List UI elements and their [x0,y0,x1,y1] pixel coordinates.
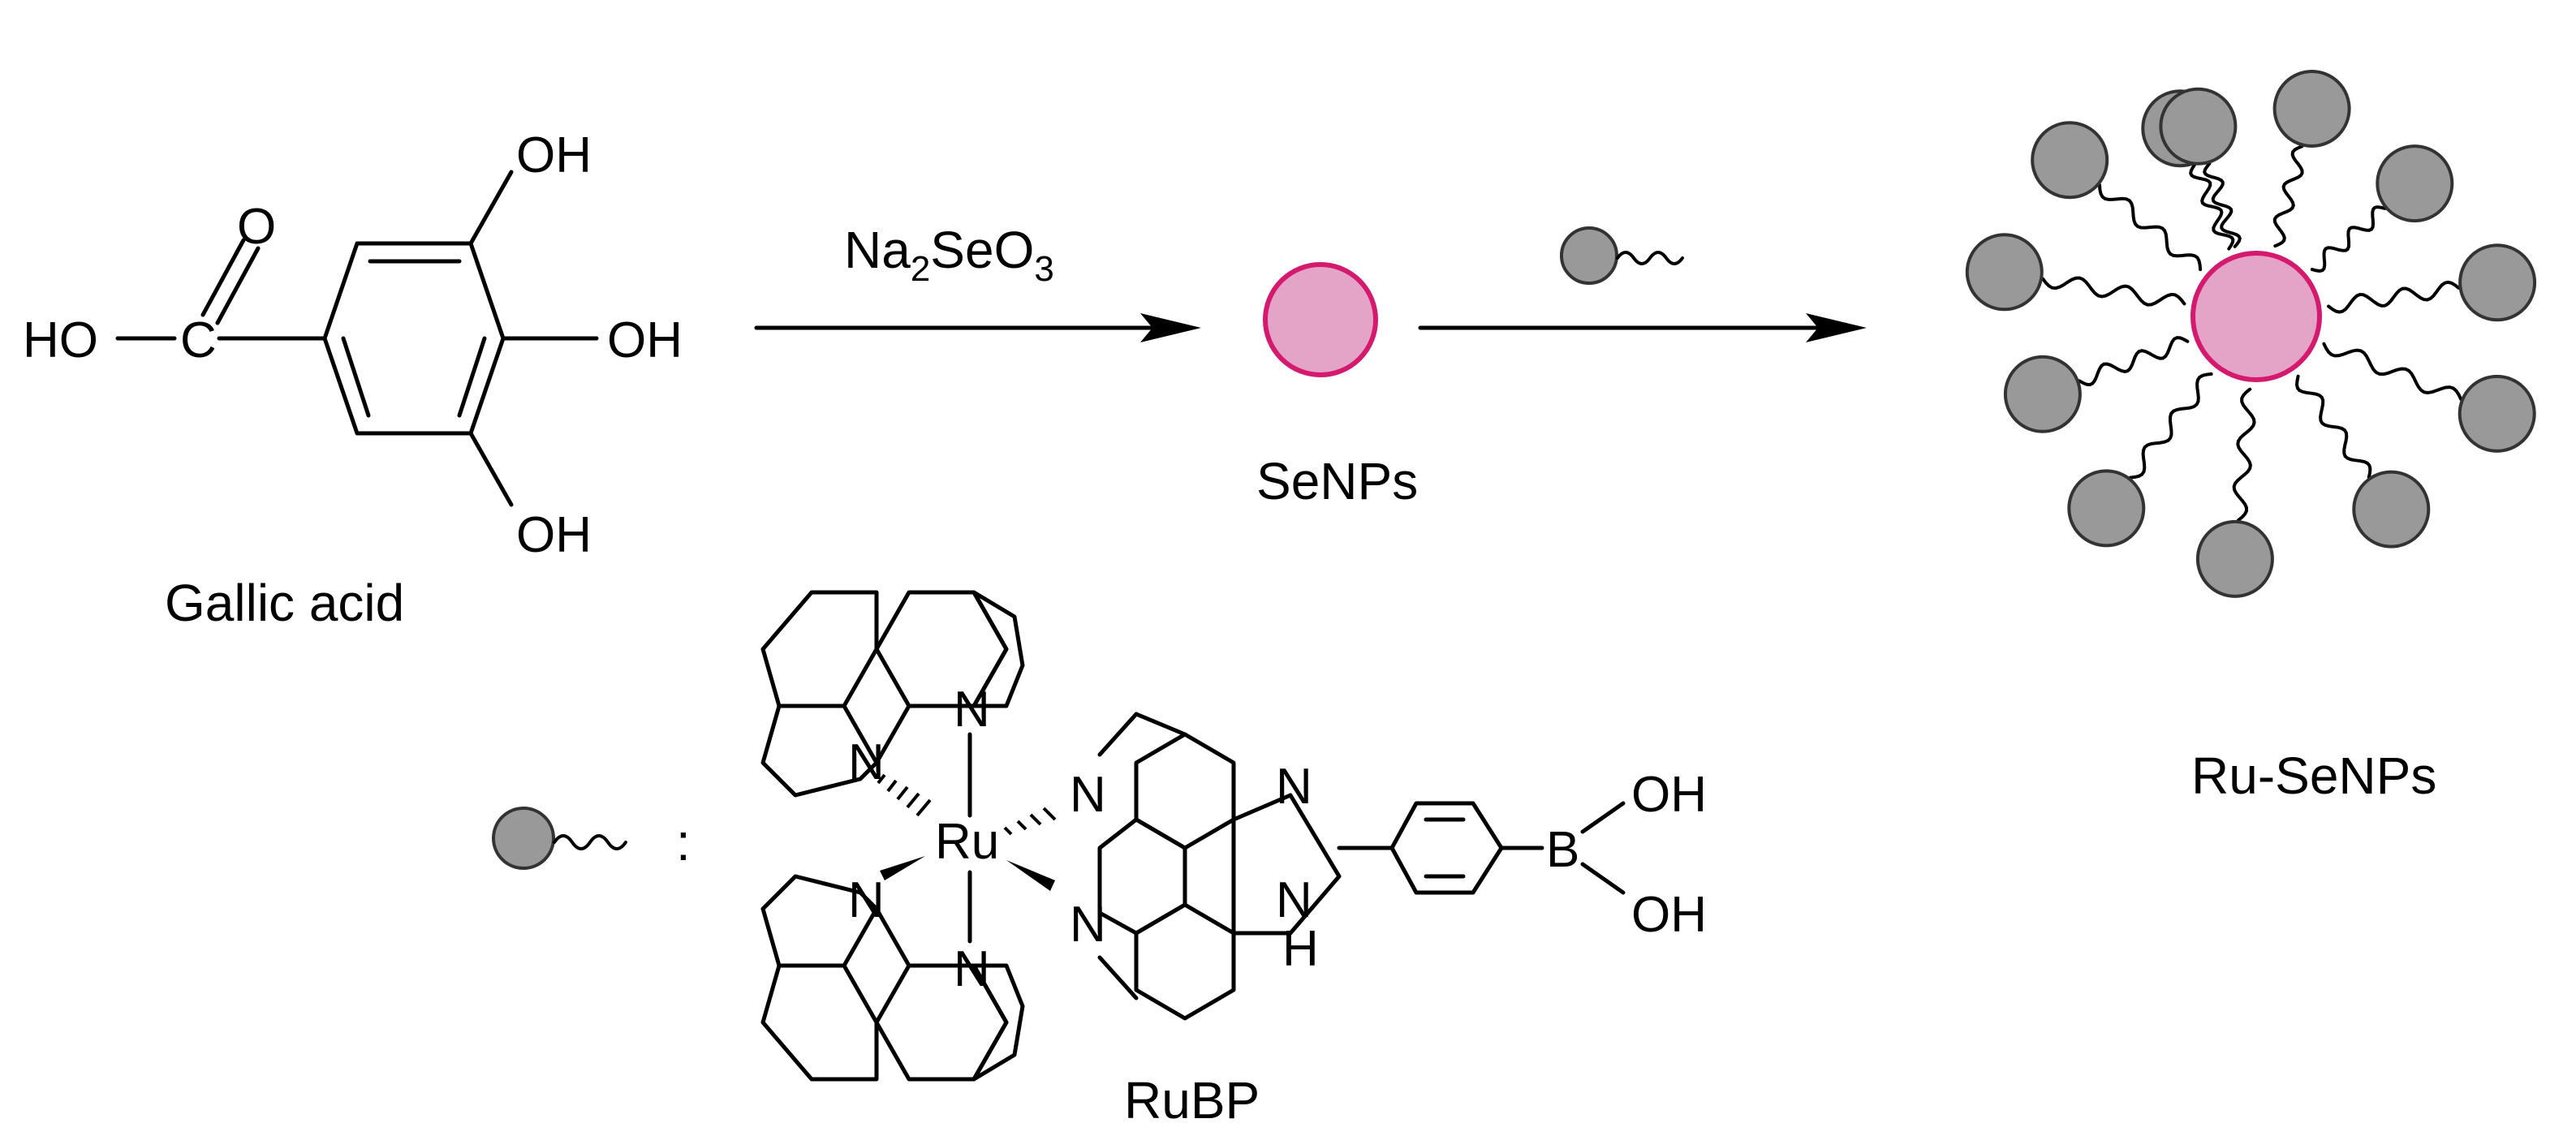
atom-n: N [848,872,885,928]
atom-oh: OH [607,312,683,368]
atom-c: C [180,312,217,368]
ligand-tether [2128,372,2213,480]
atom-n: N [1276,872,1312,928]
ligand-ball-icon [2352,470,2431,549]
gallic-acid-structure: OH O C HO OH OH [23,127,683,563]
atom-ho: HO [23,312,98,368]
legend-colon: : [676,813,691,871]
atom-n: N [1276,759,1312,815]
reagent-label: Na2SeO3 [844,221,1054,289]
atom-oh: OH [516,127,592,183]
ligand-tether [2098,183,2203,272]
ligand-tether [2272,144,2304,248]
atom-ru: Ru [935,814,999,870]
ligand-ball-icon [1965,233,2044,312]
ligand-ball-icon [2031,121,2109,200]
nanoparticle-icon [2190,251,2322,382]
ligand-ball-icon [2067,469,2146,548]
ru-senps-assembly [1965,70,2537,598]
ligand-ball-icon [2003,355,2082,433]
atom-b: B [1546,822,1579,878]
ligand-ball-icon [2195,519,2274,598]
atom-n: N [954,682,990,738]
ligand-ball-icon [2272,70,2351,148]
ligand-tether [2041,276,2186,307]
atom-o: O [237,199,276,255]
rubp-structure: Ru N N N N N N [760,590,1707,1082]
atom-oh: OH [1631,767,1707,823]
ligand-tether [2078,336,2190,387]
ligand-tether [2232,387,2256,522]
reaction-arrow-icon [1418,313,1867,342]
atom-h: H [1282,921,1319,977]
ligand-tether [2294,374,2372,480]
ligand-tether [2327,280,2461,314]
atom-n: N [954,941,990,997]
ligand-tether [2322,342,2463,401]
ligand-tether [2310,205,2387,273]
ligand-ball-icon [2458,374,2536,453]
ligand-ball-icon [2376,144,2454,223]
ligand-ball-icon [1560,226,1684,285]
atom-n: N [1070,767,1106,823]
gallic-acid-label: Gallic acid [165,574,404,632]
atom-oh: OH [1631,887,1707,943]
senps-label: SeNPs [1256,452,1418,510]
ligand-ball-icon [2159,87,2238,166]
ligand-ball-icon [2458,243,2537,322]
ligand-tether [2203,161,2242,248]
atom-oh: OH [516,507,592,563]
rubp-label: RuBP [1124,1071,1260,1130]
ligand-tether [2189,162,2235,251]
ru-senps-label: Ru-SeNPs [2191,747,2436,805]
reaction-arrow-icon [754,313,1201,342]
nanoparticle-icon [1263,262,1378,377]
ligand-ball-icon [492,807,627,870]
